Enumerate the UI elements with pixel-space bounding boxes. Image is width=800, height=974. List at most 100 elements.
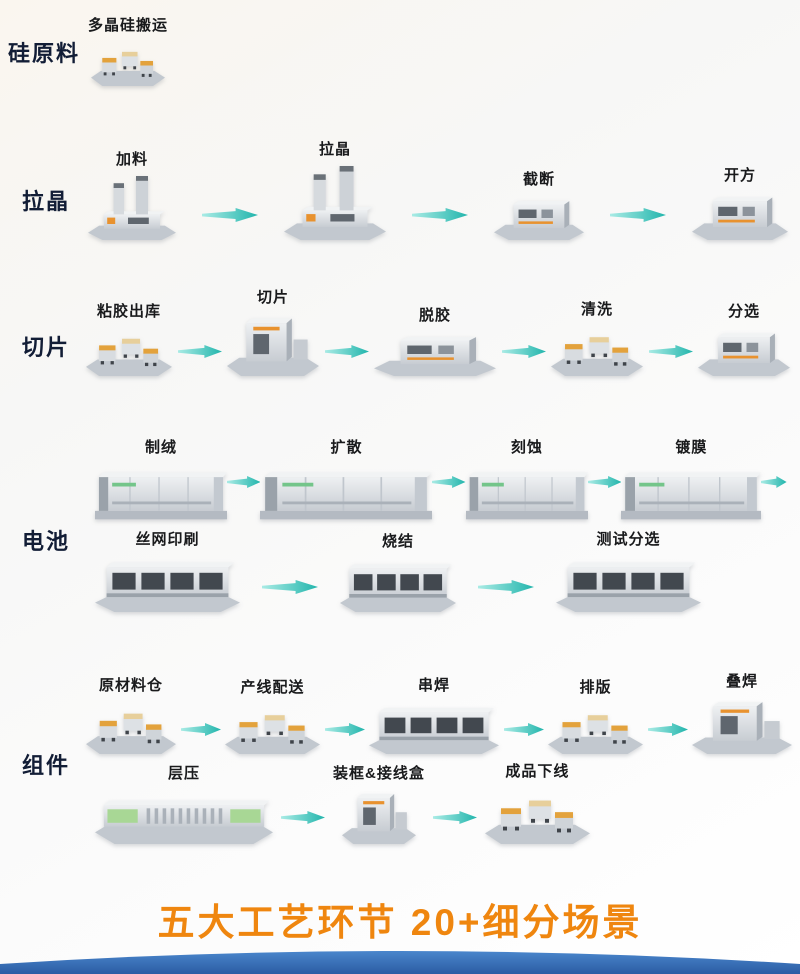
machine-icon xyxy=(369,702,499,754)
machine-icon xyxy=(225,704,320,754)
step-texturing: 制绒 xyxy=(95,436,227,524)
step-label: 开方 xyxy=(723,167,756,184)
flow-arrow-icon xyxy=(325,723,365,736)
step-label: 拉晶 xyxy=(318,141,351,158)
step-sorting: 分选 xyxy=(698,300,790,376)
step-product-offline: 成品下线 xyxy=(485,760,590,844)
flow-arrow-icon xyxy=(648,723,688,736)
step-sintering: 烧结 xyxy=(340,530,456,612)
step-label: 扩散 xyxy=(330,439,363,456)
step-degumming: 脱胶 xyxy=(374,304,496,376)
machine-icon xyxy=(95,556,240,612)
step-label: 烧结 xyxy=(381,533,414,550)
step-label: 层压 xyxy=(167,765,200,782)
step-line-distribution: 产线配送 xyxy=(225,676,320,754)
process-row: 多晶硅搬运 xyxy=(88,14,168,86)
machine-icon xyxy=(340,558,456,612)
step-squaring: 开方 xyxy=(692,164,788,240)
machine-icon xyxy=(374,332,496,376)
step-label: 刻蚀 xyxy=(510,439,543,456)
step-screen-printing: 丝网印刷 xyxy=(95,528,240,612)
flow-arrow-icon xyxy=(412,208,468,222)
machine-icon xyxy=(284,166,386,240)
machine-icon xyxy=(551,326,643,376)
step-label: 切片 xyxy=(256,289,289,306)
flow-arrow-icon xyxy=(761,476,787,488)
step-label: 清洗 xyxy=(580,301,613,318)
flow-arrow-icon xyxy=(432,476,465,488)
step-label: 测试分选 xyxy=(596,531,661,548)
step-string-welding: 串焊 xyxy=(369,674,499,754)
step-slicing: 切片 xyxy=(227,286,319,376)
flow-arrow-icon xyxy=(202,208,258,222)
flow-arrow-icon xyxy=(281,811,325,824)
flow-arrow-icon xyxy=(325,345,369,358)
step-label: 脱胶 xyxy=(418,307,451,324)
machine-icon xyxy=(260,464,432,524)
flow-arrow-icon xyxy=(262,580,318,594)
process-row: 加料 拉晶 截断 开方 xyxy=(88,138,788,240)
machine-icon xyxy=(494,196,584,240)
flow-arrow-icon xyxy=(433,811,477,824)
machine-icon xyxy=(698,328,790,376)
flow-arrow-icon xyxy=(478,580,534,594)
step-label: 截断 xyxy=(522,171,555,188)
step-etching: 刻蚀 xyxy=(466,436,588,524)
machine-icon xyxy=(485,788,590,844)
machine-icon xyxy=(621,464,761,524)
step-layup: 排版 xyxy=(548,676,643,754)
footer-title: 五大工艺环节 20+细分场景 xyxy=(157,902,643,943)
step-framing-junction-box: 装框&接线盒 xyxy=(333,762,425,844)
step-diffusion: 扩散 xyxy=(260,436,432,524)
flow-arrow-icon xyxy=(227,476,260,488)
step-cleaning: 清洗 xyxy=(551,298,643,376)
stage-label-slicing: 切片 xyxy=(22,335,71,360)
flow-arrow-icon xyxy=(649,345,693,358)
machine-icon xyxy=(466,464,588,524)
step-label: 成品下线 xyxy=(505,763,570,780)
process-row: 层压 装框&接线盒 成品下线 xyxy=(95,760,590,844)
machine-icon xyxy=(342,790,416,844)
step-label: 加料 xyxy=(115,151,148,168)
machine-icon xyxy=(86,328,172,376)
step-label: 镀膜 xyxy=(675,439,708,456)
step-label: 排版 xyxy=(579,679,612,696)
step-label: 丝网印刷 xyxy=(135,531,200,548)
step-label: 分选 xyxy=(727,303,760,320)
process-row: 原材料仓 产线配送 串焊 排版 叠焊 xyxy=(86,670,792,754)
stage-label-cell: 电池 xyxy=(22,529,71,554)
step-stack-welding: 叠焊 xyxy=(692,670,792,754)
machine-icon xyxy=(88,176,176,240)
step-label: 原材料仓 xyxy=(98,677,163,694)
step-label: 产线配送 xyxy=(240,679,305,696)
machine-icon xyxy=(548,704,643,754)
process-row: 制绒 扩散 刻蚀 镀膜 xyxy=(95,436,787,524)
machine-icon xyxy=(95,790,273,844)
machine-icon xyxy=(227,314,319,376)
step-label: 串焊 xyxy=(417,677,450,694)
step-test-sorting: 测试分选 xyxy=(556,528,701,612)
machine-icon xyxy=(556,556,701,612)
step-feeding: 加料 xyxy=(88,148,176,240)
process-row: 粘胶出库 切片 脱胶 清洗 分选 xyxy=(86,286,790,376)
step-polysilicon-handling: 多晶硅搬运 xyxy=(88,14,168,86)
flow-arrow-icon xyxy=(504,723,544,736)
step-label: 叠焊 xyxy=(725,673,758,690)
flow-arrow-icon xyxy=(181,723,221,736)
bottom-wave-decoration xyxy=(0,951,800,974)
machine-icon xyxy=(95,464,227,524)
machine-icon xyxy=(692,698,792,754)
step-label: 多晶硅搬运 xyxy=(88,17,169,34)
step-raw-material-warehouse: 原材料仓 xyxy=(86,674,176,754)
stage-label-silicon-material: 硅原料 xyxy=(8,41,81,66)
flow-arrow-icon xyxy=(610,208,666,222)
flow-arrow-icon xyxy=(588,476,621,488)
step-cutting: 截断 xyxy=(494,168,584,240)
stage-label-crystal-pulling: 拉晶 xyxy=(22,189,71,214)
step-adhesive-outbound: 粘胶出库 xyxy=(86,300,172,376)
machine-icon xyxy=(692,192,788,240)
step-label: 制绒 xyxy=(144,439,177,456)
step-label: 装框&接线盒 xyxy=(333,765,425,782)
machine-icon xyxy=(86,702,176,754)
